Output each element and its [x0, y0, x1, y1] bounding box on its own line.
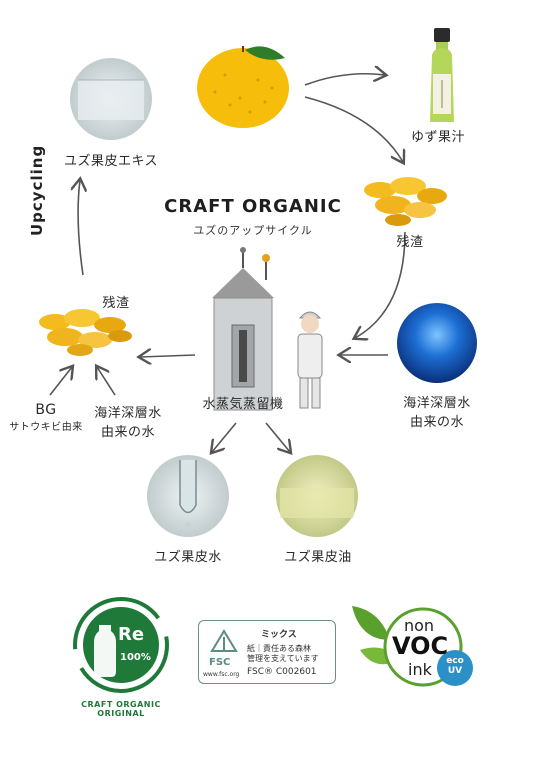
- voc-middle: VOC: [392, 632, 449, 660]
- residue-left-illustration: [39, 309, 132, 356]
- arrow-distiller-to-peel-water: [212, 422, 237, 452]
- peel-extract-image: [70, 58, 152, 140]
- deep-sea-water-right-image: [397, 303, 477, 383]
- fsc-line1: 紙｜責任ある森林: [247, 644, 311, 653]
- worker-illustration: [297, 311, 323, 409]
- residue-right-illustration: [364, 177, 447, 226]
- label-residue-left: 残渣: [102, 296, 130, 311]
- label-yuzu-juice: ゆず果汁: [410, 130, 465, 145]
- label-peel-extract: ユズ果皮エキス: [63, 154, 159, 169]
- yuzu-fruit-illustration: [197, 46, 289, 128]
- fsc-tree-icon: [209, 629, 239, 655]
- label-peel-water: ユズ果皮水: [154, 550, 222, 565]
- fsc-site: www.fsc.org: [203, 671, 240, 678]
- fsc-code: FSC® C002601: [247, 667, 317, 677]
- distiller-illustration: [212, 247, 274, 411]
- re-badge-percent: 100%: [120, 652, 151, 663]
- peel-water-image: [147, 455, 229, 537]
- re-100-badge: [73, 597, 169, 693]
- re-badge-mark: Re: [118, 624, 145, 645]
- label-peel-oil: ユズ果皮油: [284, 550, 352, 565]
- upcycling-label: Upcycling: [28, 144, 46, 236]
- re-badge-caption: CRAFT ORGANIC ORIGINAL: [81, 700, 161, 718]
- arrow-upcycling: [78, 180, 83, 276]
- label-deep-sea-water-left: 海洋深層水 由来の水: [94, 406, 162, 440]
- fsc-brand: FSC: [209, 657, 231, 668]
- diagram-title: CRAFT ORGANIC: [164, 196, 342, 217]
- peel-oil-image: [276, 455, 358, 537]
- label-deep-sea-water-right: 海洋深層水 由来の水: [403, 396, 471, 430]
- arrow-yuzu-to-juice: [304, 74, 385, 86]
- fsc-mix-label: ミックス: [261, 630, 297, 640]
- voc-bottom: ink: [408, 660, 432, 679]
- juice-bottle-illustration: [430, 28, 454, 122]
- voc-eco-uv-badge: eco UV: [446, 656, 464, 676]
- label-bg: BG サトウキビ由来: [9, 402, 83, 433]
- diagram-subtitle: ユズのアップサイクル: [193, 224, 313, 237]
- fsc-mix-logo: FSC www.fsc.org ミックス 紙｜責任ある森林 管理を支えています …: [198, 620, 336, 684]
- non-voc-ink-logo: [352, 606, 473, 687]
- fsc-line2: 管理を支えています: [247, 654, 319, 663]
- label-residue-right: 残渣: [396, 235, 424, 250]
- arrow-distiller-to-residue: [140, 355, 196, 357]
- arrow-residue-to-distiller: [355, 231, 406, 338]
- arrow-distiller-to-peel-oil: [265, 422, 290, 452]
- voc-top: non: [404, 616, 435, 635]
- arrow-bg-to-residue: [49, 367, 72, 396]
- arrow-water-left-to-residue: [97, 367, 116, 396]
- label-distiller: 水蒸気蒸留機: [202, 397, 284, 412]
- arrow-yuzu-to-residue: [304, 96, 403, 162]
